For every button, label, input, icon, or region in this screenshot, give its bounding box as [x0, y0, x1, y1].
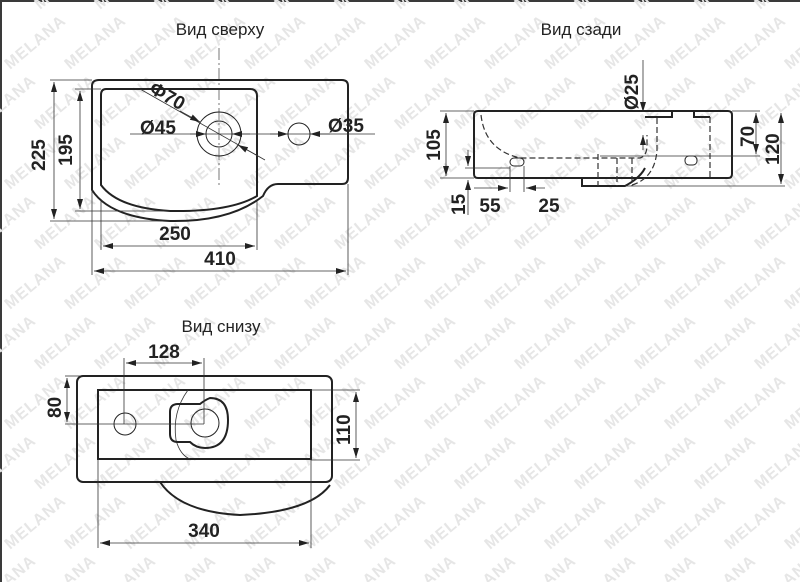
- bottom-view-title: Вид снизу: [182, 317, 261, 336]
- dim-bowl-depth: 195: [56, 134, 77, 166]
- svg-text:MELANA: MELANA: [662, 12, 730, 73]
- dim-overflow-offset: 15: [449, 193, 470, 215]
- svg-text:MELANA: MELANA: [302, 12, 370, 73]
- dim-mount-height: 70: [738, 126, 759, 147]
- dim-overall-depth: 225: [29, 139, 50, 171]
- dim-width: 340: [188, 521, 220, 542]
- dim-bowl-width: 250: [159, 224, 191, 245]
- svg-text:MELANA: MELANA: [62, 12, 130, 73]
- dim-tap-hole: Ø35: [328, 116, 364, 137]
- dim-overall-width: 410: [204, 249, 236, 270]
- svg-text:MELANA: MELANA: [482, 12, 550, 73]
- svg-text:MELANA: MELANA: [362, 12, 430, 73]
- back-view: Вид сзади Ø25 105 15: [424, 20, 785, 217]
- svg-text:MELANA: MELANA: [722, 12, 790, 73]
- svg-text:MELANA: MELANA: [422, 12, 490, 73]
- svg-text:MELANA: MELANA: [2, 12, 70, 73]
- dim-total-height: 120: [763, 133, 784, 165]
- dim-overflow-w: 25: [538, 196, 560, 217]
- bottom-view: Вид снизу 128 80 110: [45, 317, 360, 548]
- dim-overflow-x: 55: [479, 196, 501, 217]
- dim-height: 105: [424, 129, 445, 161]
- dim-hole-spacing: 128: [148, 342, 180, 363]
- dim-drain: Ø45: [140, 118, 176, 139]
- back-view-title: Вид сзади: [541, 20, 622, 39]
- dim-drain-pipe: Ø25: [622, 74, 643, 110]
- dim-hole-offset: 80: [45, 397, 66, 418]
- dim-depth: 110: [334, 414, 355, 445]
- top-view-title: Вид сверху: [176, 20, 265, 39]
- top-view: Вид сверху Ф70 Ø45 Ø35 225: [29, 20, 375, 275]
